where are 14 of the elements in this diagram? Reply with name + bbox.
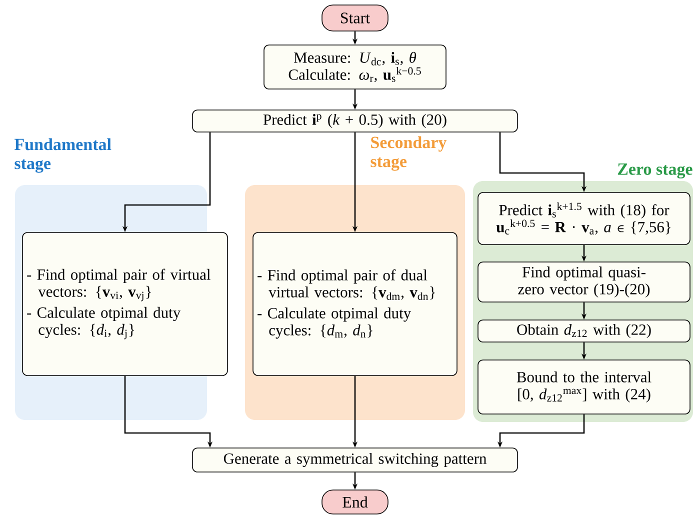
stage-heading: Fundamental stage <box>14 138 112 173</box>
process-box: Predict i$_{s}$$^{k+1.5}$ with (18) for u$_{c}$$^{k+0.5}$ = R · v$_{a}$, a ∈ {7,56} <box>478 192 690 245</box>
stage-heading: Secondary stage <box>370 136 447 171</box>
process-box: Find optimal quasi-zero vector (19)-(20) <box>478 262 690 302</box>
terminator-box: End <box>322 490 388 514</box>
process-box: Generate a symmetrical switching pattern <box>192 448 518 472</box>
process-box: Predict i$^{p}$ (k + 0.5) with (20) <box>192 110 518 132</box>
process-box: - Find optimal pair of dual virtual vectors: {v$_{dm}$, v$_{dn}$} - Calculate otpimal duty cycles: {d$_{m}$, d$_{n}$} <box>252 232 458 376</box>
process-box: Obtain d$_{z12}$ with (22) <box>478 320 690 342</box>
terminator-box: Start <box>322 4 388 32</box>
stage-heading: Zero stage <box>618 164 692 178</box>
process-box: Bound to the interval [0, d$_{z12}$$^{max}$] with (24) <box>478 360 690 414</box>
process-box: Measure: U$_{dc}$, i$_{s}$, θ Calculate: ω$_{r}$, u$_{s}$k−0.5 <box>264 44 446 90</box>
process-box: - Find optimal pair of virtual vectors: {v$_{vi}$, v$_{vj}$} - Calculate otpimal duty cycles: {d$_{i}$, d$_{j}$} <box>22 232 228 376</box>
